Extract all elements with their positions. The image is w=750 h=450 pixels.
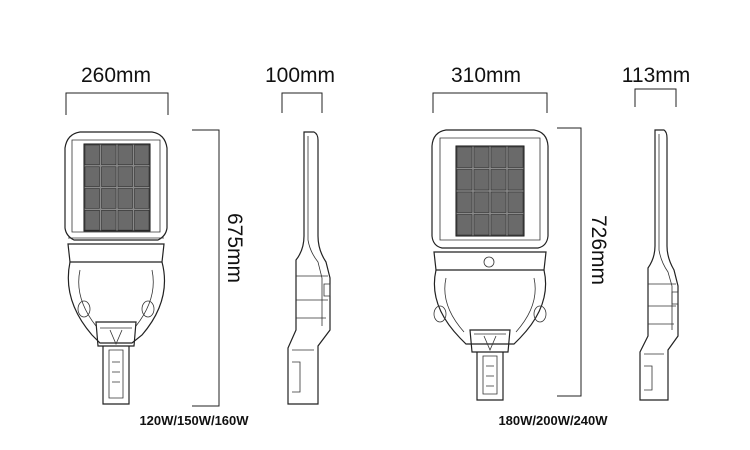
led-cell xyxy=(456,191,473,213)
led-cell xyxy=(84,188,100,209)
led-cell xyxy=(101,166,117,187)
led-cell xyxy=(134,166,150,187)
led-cell xyxy=(101,210,117,231)
led-cell xyxy=(84,144,100,166)
led-cell xyxy=(507,191,524,213)
model-2-width-bracket xyxy=(432,92,548,113)
model-1-width-bracket xyxy=(65,92,169,115)
led-cell xyxy=(507,146,524,168)
model-1-side-view xyxy=(287,131,331,405)
model-2-height-bracket xyxy=(557,127,582,397)
led-cell xyxy=(117,210,133,231)
model-1-width-label: 260mm xyxy=(81,64,151,87)
led-cell xyxy=(490,214,507,236)
led-cell xyxy=(507,214,524,236)
led-cell xyxy=(507,169,524,191)
led-cell xyxy=(473,214,490,236)
model-1-front-view xyxy=(64,131,168,405)
led-cell xyxy=(473,191,490,213)
led-cell xyxy=(134,144,150,166)
model-1-wattage-caption: 120W/150W/160W xyxy=(139,413,249,428)
model-2-width-label: 310mm xyxy=(451,64,521,87)
model-2-front-view xyxy=(431,129,549,401)
led-cell xyxy=(117,166,133,187)
led-cell xyxy=(456,169,473,191)
model-2-height-label: 726mm xyxy=(587,215,610,285)
led-cell xyxy=(101,144,117,166)
model-1-height-bracket xyxy=(192,129,220,407)
led-cell xyxy=(473,146,490,168)
led-cell xyxy=(134,210,150,231)
led-cell xyxy=(117,188,133,209)
led-cell xyxy=(490,146,507,168)
model-1-height-label: 675mm xyxy=(223,213,246,283)
led-cell xyxy=(456,214,473,236)
led-cell xyxy=(473,169,490,191)
model-2-wattage-caption: 180W/200W/240W xyxy=(498,413,608,428)
led-cell xyxy=(490,191,507,213)
model-1-depth-label: 100mm xyxy=(265,64,335,87)
model-2-depth-bracket xyxy=(634,88,677,107)
model-2-side-view xyxy=(639,129,679,401)
model-2-depth-label: 113mm xyxy=(622,64,690,87)
led-cell xyxy=(84,166,100,187)
led-cell xyxy=(490,169,507,191)
model-1: 260mm 100mm 675mm xyxy=(64,64,335,428)
led-cell xyxy=(101,188,117,209)
model-2: 310mm 113mm 726mm xyxy=(431,64,690,428)
model-1-depth-bracket xyxy=(281,92,323,113)
led-cell xyxy=(456,146,473,168)
led-cell xyxy=(117,144,133,166)
model-2-sensor xyxy=(483,256,495,268)
led-cell xyxy=(84,210,100,231)
led-cell xyxy=(134,188,150,209)
